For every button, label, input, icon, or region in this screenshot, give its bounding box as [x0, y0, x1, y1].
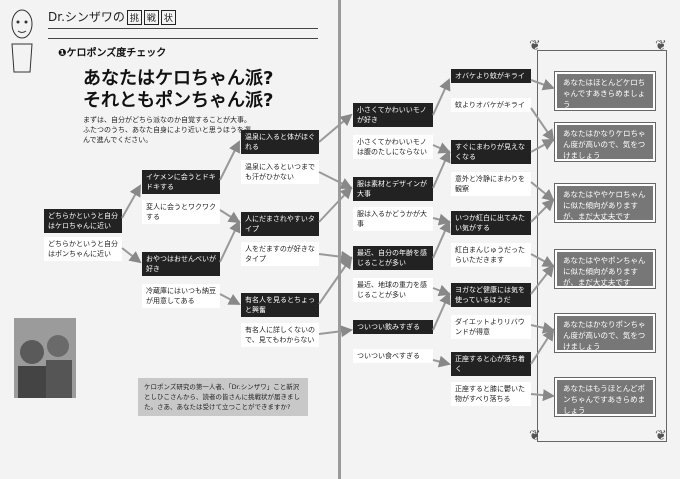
question-node: 服は素材とデザインが大事 — [353, 177, 433, 201]
question-node: 有名人を見るとちょっと興奮 — [241, 293, 319, 317]
answer-node: 温泉に入るといつまでも汗がひかない — [241, 160, 319, 184]
header-rule — [48, 28, 318, 29]
question-node: すぐにまわりが見えなくなる — [451, 140, 531, 164]
question-node: 温泉に入ると体がほぐれる — [241, 130, 319, 154]
question-node: ついつい飲みすぎる — [353, 320, 433, 334]
header-chip: 状 — [160, 10, 176, 25]
ornament-icon: ❦ — [655, 428, 667, 444]
answer-node: 意外と冷静にまわりを観察 — [451, 172, 531, 196]
page-header: Dr.シンザワの挑戦状 — [48, 8, 176, 25]
answer-node: 正座すると膝に鬱いた物がすべり落ちる — [451, 382, 531, 406]
result-box: あなたはほとんどケロちゃんですあきらめましょう — [554, 71, 656, 111]
question-node: おやつはおせんべいが好き — [142, 252, 220, 276]
question-node: いつか紅白に出てみたい気がする — [451, 211, 531, 235]
answer-node: 変人に会うとワクワクする — [142, 200, 220, 224]
question-node: ヨガなど健康には気を使っているほうだ — [451, 283, 531, 307]
result-box: あなたはもうほとんどポンちゃんですあきらめましょう — [554, 377, 656, 417]
answer-node: 有名人に詳しくないので、見てもわからない — [241, 323, 319, 347]
answer-node: 最近、地球の重力を感じることが多い — [353, 278, 433, 302]
answer-node: ダイエットよりリバウンドが得意 — [451, 315, 531, 339]
title-line: あなたはケロちゃん派? — [83, 68, 274, 89]
question-node: どちらかというと自分はケロちゃんに近い — [44, 209, 122, 233]
duo-photo — [14, 318, 76, 398]
answer-node: ついつい食べすぎる — [353, 349, 433, 363]
book-gutter — [338, 0, 341, 479]
results-frame — [537, 50, 667, 442]
result-box: あなたはかなりポンちゃん度が高いので、気をつけましょう — [554, 313, 656, 353]
ornament-icon: ❦ — [529, 428, 541, 444]
section-title: ❶ケロポンズ度チェック — [58, 48, 167, 59]
ornament-icon: ❦ — [655, 38, 667, 54]
result-box: あなたはややポンちゃんに似た傾向がありますが、まだ大丈夫です — [554, 249, 656, 289]
header-chip: 挑 — [126, 10, 142, 25]
left-page: Dr.シンザワの挑戦状 ❶ケロポンズ度チェック あなたはケロちゃん派? それとも… — [0, 0, 338, 479]
ornament-icon: ❦ — [529, 38, 541, 54]
result-box: あなたはややケロちゃんに似た傾向がありますが、まだ大丈夫です — [554, 183, 656, 223]
answer-node: 蚊よりオバケがキライ — [451, 98, 531, 112]
quote-box: ケロポンズ研究の第一人者、「Dr.シンザワ」こと新沢としひこさんから、読者の皆さ… — [138, 378, 308, 416]
result-box: あなたはかなりケロちゃん度が高いので、気をつけましょう — [554, 122, 656, 162]
header-chip: 戦 — [143, 10, 159, 25]
question-node: 最近、自分の年齢を感じることが多い — [353, 246, 433, 270]
header-rule — [48, 38, 318, 39]
question-node: イケメンに会うとドキドキする — [142, 170, 220, 194]
intro-text: まずは、自分がどちら派なのか自覚することが大事。ふたつのうち、あなた自身により近… — [83, 116, 251, 144]
answer-node: 小さくてかわいいモノは腹のたしにならない — [353, 135, 433, 159]
answer-node: 服は入るかどうかが大事 — [353, 207, 433, 231]
question-node: 人にだまされやすいタイプ — [241, 212, 319, 236]
question-node: オバケより蚊がキライ — [451, 69, 531, 83]
answer-node: 冷蔵庫にはいつも納豆が用意してある — [142, 284, 220, 308]
right-page: ❦ ❦ ❦ ❦ 小さくてかわいいモノが好き 小さくてかわいいモノは腹のたしになら… — [341, 0, 680, 479]
caricature-illustration — [11, 9, 33, 73]
question-node: 正座すると心が落ち着く — [451, 352, 531, 376]
answer-node: どちらかというと自分はポンちゃんに近い — [44, 237, 122, 261]
title-line: それともポンちゃん派? — [83, 90, 274, 111]
question-node: 小さくてかわいいモノが好き — [353, 103, 433, 127]
answer-node: 人をだますのが好きなタイプ — [241, 242, 319, 266]
answer-node: 紅白まんじゅうだったらいただきます — [451, 243, 531, 267]
main-title: あなたはケロちゃん派? それともポンちゃん派? — [83, 68, 273, 112]
brand-label: Dr.シンザワの — [48, 10, 125, 24]
